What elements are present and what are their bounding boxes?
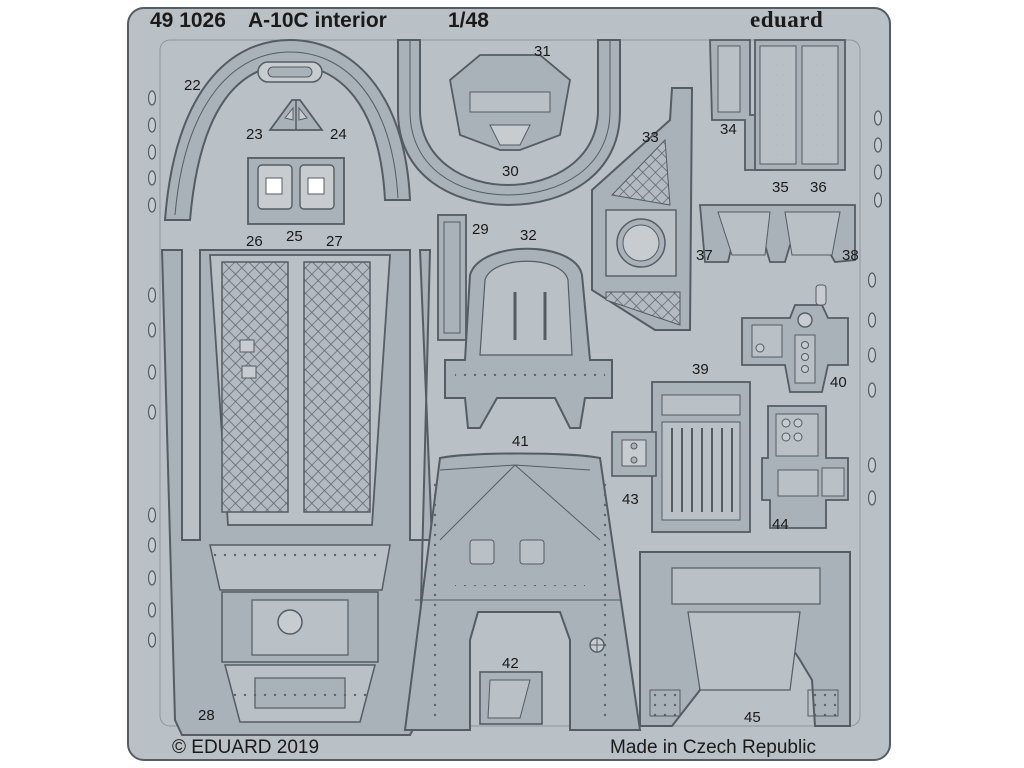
kit-name: A-10C interior [248, 9, 387, 32]
part-label-26: 26 [246, 233, 263, 250]
part-39-vent-panel [651, 381, 751, 533]
part-label-40: 40 [830, 374, 847, 391]
part-40-control-panel [741, 284, 849, 393]
part-31-bracket [449, 54, 571, 151]
part-label-24: 24 [330, 126, 347, 143]
part-label-42: 42 [502, 655, 519, 672]
part-label-27: 27 [326, 233, 343, 250]
part-label-30: 30 [502, 163, 519, 180]
part-32-seat-back [444, 247, 613, 429]
part-43-small-plate [611, 431, 657, 477]
part-34-36-panels [709, 39, 846, 171]
part-29-strip [437, 214, 467, 341]
part-30-u-frame [397, 39, 621, 207]
part-label-44: 44 [772, 516, 789, 533]
part-22-canopy-arch [163, 38, 412, 221]
part-label-33: 33 [642, 129, 659, 146]
scale-label: 1/48 [448, 9, 489, 32]
part-label-43: 43 [622, 491, 639, 508]
fret-inner-outline [159, 39, 861, 727]
part-label-35: 35 [772, 179, 789, 196]
right-teardrops [867, 110, 883, 506]
part-label-39: 39 [692, 361, 709, 378]
catalog-number: 49 1026 [150, 9, 226, 32]
part-label-23: 23 [246, 126, 263, 143]
part-label-38: 38 [842, 247, 859, 264]
part-23-24-brackets [268, 99, 324, 131]
part-28-cockpit-tub [160, 249, 434, 736]
part-45-frame [639, 551, 851, 727]
part-label-45: 45 [744, 709, 761, 726]
part-25-27-seat-blocks [247, 157, 345, 225]
part-42-lever [479, 671, 543, 725]
part-label-29: 29 [472, 221, 489, 238]
origin-text: Made in Czech Republic [610, 737, 816, 758]
part-label-22: 22 [184, 77, 201, 94]
part-label-34: 34 [720, 121, 737, 138]
part-label-41: 41 [512, 433, 529, 450]
copyright-text: © EDUARD 2019 [172, 737, 320, 758]
left-teardrops [147, 90, 157, 648]
part-label-32: 32 [520, 227, 537, 244]
part-label-36: 36 [810, 179, 827, 196]
part-44-cross-panel [761, 405, 849, 529]
part-33-side-console [591, 87, 694, 331]
brand-logo: eduard [750, 7, 824, 32]
part-41-rear-bulkhead [403, 452, 642, 731]
part-label-37: 37 [696, 247, 713, 264]
part-label-31: 31 [534, 43, 551, 60]
part-label-25: 25 [286, 228, 303, 245]
part-37-38-brackets [699, 204, 856, 263]
part-label-28: 28 [198, 707, 215, 724]
